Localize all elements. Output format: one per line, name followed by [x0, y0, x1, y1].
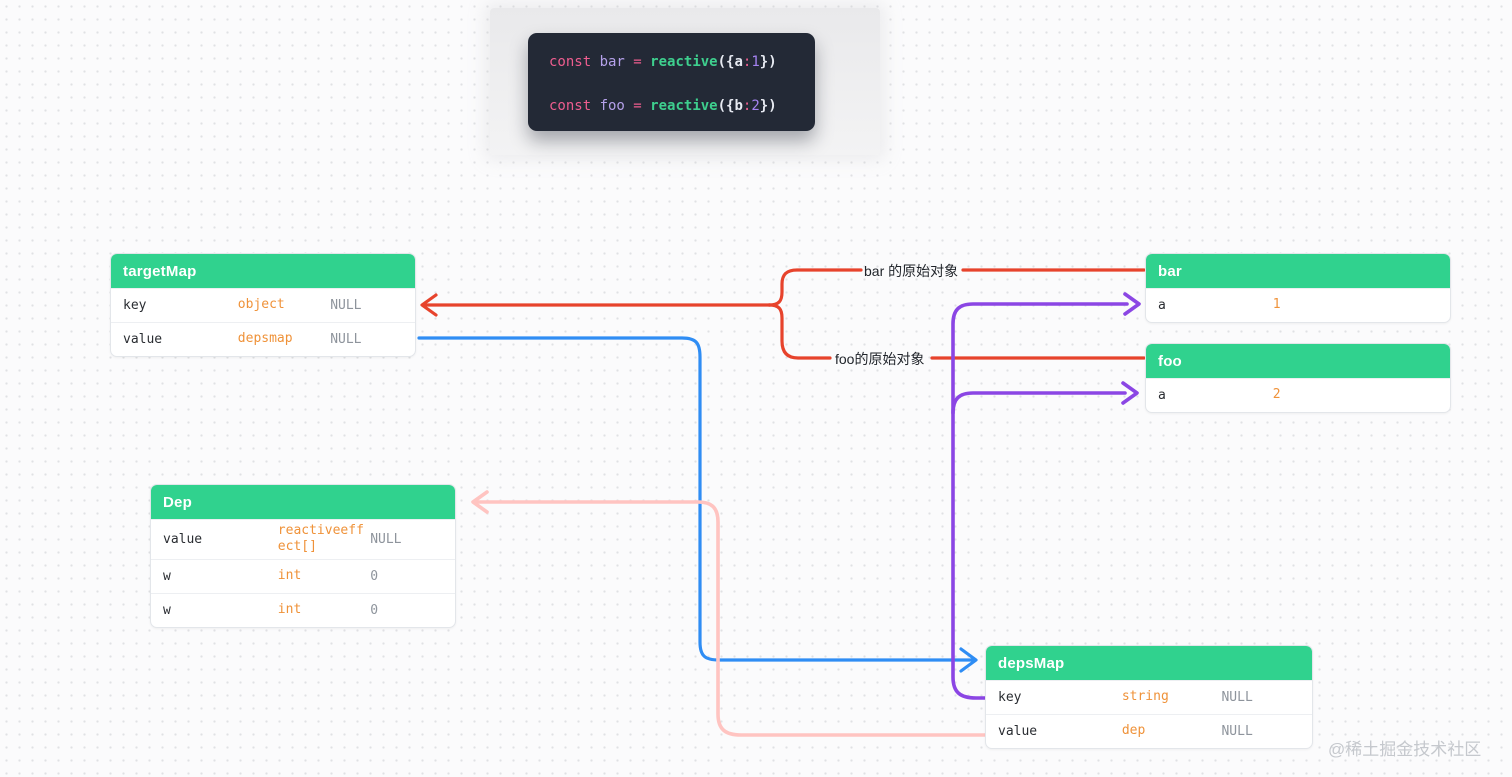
code-token: :	[742, 98, 752, 114]
table-targetmap-header: targetMap	[111, 254, 415, 288]
table-foo-header: foo	[1146, 344, 1450, 378]
row-value: 0	[370, 602, 379, 618]
code-token: :	[742, 54, 752, 70]
code-token: 2	[751, 98, 760, 114]
table-row: key object NULL	[111, 288, 415, 322]
table-title: Dep	[163, 493, 192, 511]
row-value: NULL	[1221, 724, 1253, 739]
table-bar: bar a 1	[1145, 253, 1451, 323]
row-name: value	[998, 724, 1038, 739]
code-token: a	[734, 54, 743, 70]
watermark: @稀土掘金技术社区	[1328, 740, 1482, 759]
row-type: dep	[1121, 723, 1146, 739]
code-token: 1	[751, 54, 760, 70]
code-token: reactive	[650, 98, 718, 114]
arrow-depsmap-key-to-bar-a	[951, 292, 1141, 700]
row-value: 0	[370, 568, 379, 584]
table-row: a 2	[1146, 378, 1450, 412]
label-foo-origin-object: foo的原始对象	[835, 351, 925, 367]
row-value: NULL	[370, 531, 402, 547]
table-bar-header: bar	[1146, 254, 1450, 288]
table-foo: foo a 2	[1145, 343, 1451, 413]
code-token: })	[759, 54, 777, 70]
row-type: int	[277, 567, 302, 583]
arrow-targetmap-value-to-depsmap	[417, 336, 978, 673]
table-title: depsMap	[998, 654, 1065, 672]
table-row: w int 0	[151, 592, 455, 627]
table-depsmap-header: depsMap	[986, 646, 1312, 680]
row-name: key	[998, 690, 1022, 705]
label-bar-origin-object: bar 的原始对象	[864, 263, 959, 279]
table-dep-header: Dep	[151, 485, 455, 519]
code-token: foo	[599, 98, 625, 114]
code-token: ({	[717, 54, 735, 70]
row-type: reactiveeffect[]	[277, 523, 364, 555]
row-type: depsmap	[237, 331, 293, 347]
code-line-1: const bar = reactive({a:1})	[549, 54, 815, 70]
arrow-depsmap-value-to-dep	[471, 490, 987, 737]
arrow-to-targetmap-key	[420, 293, 772, 317]
table-title: foo	[1158, 352, 1182, 370]
table-row: value dep NULL	[986, 714, 1312, 748]
code-line-2: const foo = reactive({b:2})	[549, 98, 815, 114]
table-row: key string NULL	[986, 680, 1312, 714]
table-title: targetMap	[123, 262, 197, 280]
row-name: a	[1158, 298, 1166, 313]
row-value: NULL	[1221, 690, 1253, 705]
code-panel: const bar = reactive({a:1}) const foo = …	[528, 33, 815, 131]
row-value: NULL	[330, 332, 362, 347]
red-brace-fork	[767, 268, 863, 360]
code-token: const	[549, 54, 600, 70]
row-type: int	[277, 601, 302, 617]
row-name: w	[163, 568, 171, 584]
code-token: const	[549, 98, 600, 114]
row-name: key	[123, 298, 147, 313]
code-token: ({	[717, 98, 735, 114]
row-value: 2	[1272, 387, 1281, 403]
code-token: =	[624, 54, 651, 70]
arrow-depsmap-key-to-foo-a	[951, 381, 1139, 415]
table-row: value reactiveeffect[] NULL	[151, 519, 455, 559]
code-token: b	[734, 98, 743, 114]
table-depsmap: depsMap key string NULL value dep NULL	[985, 645, 1313, 749]
row-name: a	[1158, 388, 1166, 403]
code-token: bar	[599, 54, 625, 70]
code-token: reactive	[650, 54, 718, 70]
row-type: string	[1121, 689, 1169, 705]
code-token: })	[759, 98, 777, 114]
row-value: NULL	[330, 298, 362, 313]
table-row: w int 0	[151, 558, 455, 593]
row-name: w	[163, 602, 171, 618]
row-value: 1	[1272, 297, 1281, 313]
row-name: value	[163, 531, 203, 547]
row-name: value	[123, 332, 163, 347]
table-dep: Dep value reactiveeffect[] NULL w int 0 …	[150, 484, 456, 628]
table-targetmap: targetMap key object NULL value depsmap …	[110, 253, 416, 357]
code-token: =	[624, 98, 651, 114]
table-row: value depsmap NULL	[111, 322, 415, 356]
table-title: bar	[1158, 262, 1182, 280]
table-row: a 1	[1146, 288, 1450, 322]
row-type: object	[237, 297, 285, 313]
